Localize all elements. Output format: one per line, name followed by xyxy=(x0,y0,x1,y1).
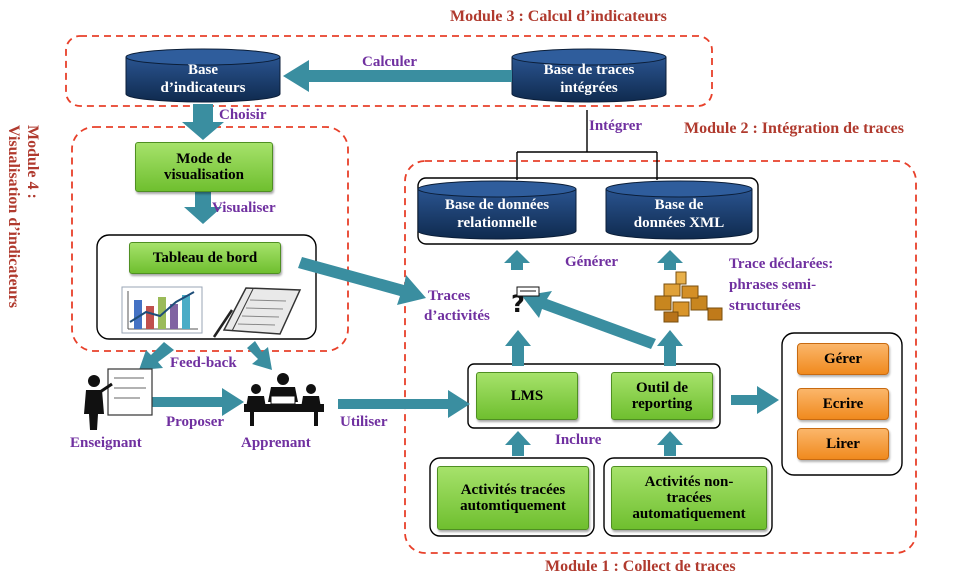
module3-title: Module 3 : Calcul d’indicateurs xyxy=(450,8,667,25)
arrow-reporting-up xyxy=(657,330,683,366)
db-xml-line2: données XML xyxy=(633,215,725,231)
db-indicateurs-line1: Base xyxy=(188,62,218,78)
label-traces-activites-line1: Traces xyxy=(428,288,471,304)
ecrire-box: Ecrire xyxy=(797,388,889,420)
db-xml: Base de données XML xyxy=(606,196,752,232)
label-traces-activites: Traces d’activités xyxy=(424,286,490,326)
label-proposer: Proposer xyxy=(166,414,225,430)
module1-2-frame xyxy=(404,160,917,554)
label-calculer: Calculer xyxy=(362,54,417,70)
activites-non-auto-line1: Activités non- xyxy=(644,474,734,490)
arrow-calculer xyxy=(283,60,512,92)
module1-title: Module 1 : Collect de traces xyxy=(545,558,736,575)
mode-visualisation-box: Mode de visualisation xyxy=(135,142,273,192)
teacher-icon xyxy=(84,368,153,430)
activites-non-auto-box: Activités non- tracées automatiquement xyxy=(611,466,767,530)
label-traces-declarees: Trace déclarées: phrases semi- structuré… xyxy=(729,254,833,317)
db-traces-integrees-line2: intégrées xyxy=(560,80,618,96)
notebook-icon xyxy=(212,287,302,338)
arrow-feedback-left xyxy=(139,342,174,370)
bar-chart-icon xyxy=(121,286,203,334)
arrow-generer-left xyxy=(504,250,530,270)
activites-auto-box: Activités tracées automtiquement xyxy=(437,466,589,530)
module3-frame xyxy=(65,35,713,107)
activites-auto-line1: Activités tracées xyxy=(460,482,566,498)
mode-visualisation-line2: visualisation xyxy=(163,167,245,183)
actor-apprenant: Apprenant xyxy=(241,435,311,451)
activites-auto-line2: automtiquement xyxy=(460,498,566,514)
outil-reporting-box: Outil de reporting xyxy=(611,372,713,420)
db-indicateurs-line2: d’indicateurs xyxy=(160,80,246,96)
arrow-generer-right xyxy=(657,250,683,270)
db-traces-integrees: Base de traces intégrées xyxy=(512,61,666,97)
label-feedback: Feed-back xyxy=(170,355,237,371)
label-traces-declarees-line2: phrases semi- xyxy=(729,277,817,293)
arrow-lms-up xyxy=(505,330,531,366)
arrow-choisir xyxy=(182,104,224,140)
actor-enseignant: Enseignant xyxy=(70,435,142,451)
activites-non-auto-line2: tracées xyxy=(666,490,712,506)
lms-box: LMS xyxy=(476,372,578,420)
actions-group xyxy=(781,332,903,476)
label-traces-declarees-line3: structurées xyxy=(729,298,801,314)
question-trace-icon: ? xyxy=(511,286,540,318)
arrow-feedback-right xyxy=(247,341,272,370)
outil-reporting-line2: reporting xyxy=(631,396,693,412)
label-inclure: Inclure xyxy=(555,432,602,448)
gerer-box: Gérer xyxy=(797,343,889,375)
arrow-inclure-right xyxy=(657,431,683,456)
module2-title: Module 2 : Intégration de traces xyxy=(684,120,904,137)
db-relationnelle: Base de données relationnelle xyxy=(418,196,576,232)
blocks-icon xyxy=(654,271,723,323)
dashboard-group xyxy=(96,234,317,340)
arrow-utiliser xyxy=(338,390,470,418)
module4-title-line1: Module 4 : xyxy=(24,125,41,199)
arrow-reporting-traces xyxy=(522,291,656,349)
mode-visualisation-line1: Mode de xyxy=(176,151,232,167)
label-choisir: Choisir xyxy=(219,107,267,123)
db-indicateurs: Base d’indicateurs xyxy=(126,61,280,97)
label-traces-activites-line2: d’activités xyxy=(424,308,490,324)
db-relationnelle-line2: relationnelle xyxy=(457,215,537,231)
arrow-inclure-left xyxy=(505,431,531,456)
arrow-tableau-traces xyxy=(298,257,426,305)
label-generer: Générer xyxy=(565,254,619,270)
integration-bracket xyxy=(516,110,658,180)
arrow-to-actions xyxy=(731,386,779,414)
label-utiliser: Utiliser xyxy=(340,414,388,430)
db-xml-shape xyxy=(605,180,753,240)
learner-icon xyxy=(244,373,324,426)
activities-auto-group xyxy=(429,457,595,537)
db-traces-integrees-line1: Base de traces xyxy=(543,62,635,78)
outil-reporting-line1: Outil de xyxy=(635,380,689,396)
tableau-de-bord-box: Tableau de bord xyxy=(129,242,281,274)
arrow-proposer xyxy=(140,388,244,416)
db-traces-integrees-shape xyxy=(511,48,667,103)
svg-text:?: ? xyxy=(511,290,525,318)
db-xml-line1: Base de xyxy=(654,197,704,213)
module4-title: Module 4 : Visualisation d’indicateurs xyxy=(4,125,42,308)
lirer-box: Lirer xyxy=(797,428,889,460)
label-traces-declarees-line1: Trace déclarées: xyxy=(729,256,834,272)
label-visualiser: Visualiser xyxy=(212,200,276,216)
module4-title-line2: Visualisation d’indicateurs xyxy=(5,125,22,308)
db-relationnelle-shape xyxy=(417,180,577,240)
activities-nonauto-group xyxy=(603,457,773,537)
arrow-visualiser xyxy=(184,191,222,224)
label-integrer: Intégrer xyxy=(589,118,643,134)
activites-non-auto-line3: automatiquement xyxy=(632,506,746,522)
lms-group xyxy=(467,363,721,429)
db-relationnelle-line1: Base de données xyxy=(444,197,550,213)
db-indicateurs-shape xyxy=(125,48,281,103)
